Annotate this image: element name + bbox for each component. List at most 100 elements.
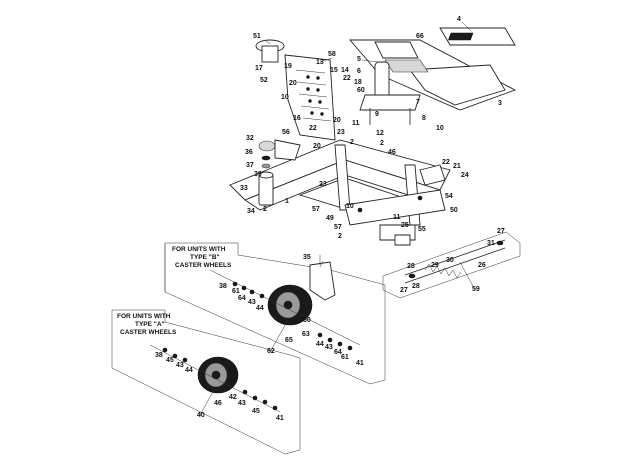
note-type-a-line-1: FOR UNITS WITH <box>117 313 171 320</box>
callout: 41 <box>276 415 284 422</box>
control-tower <box>359 61 421 125</box>
note-type-a-line-2: TYPE "A" <box>135 321 165 328</box>
right-brackets <box>379 164 446 246</box>
callout: 44 <box>185 367 193 374</box>
callout: 45 <box>166 357 174 364</box>
callout: 13 <box>316 59 324 66</box>
callout: 56 <box>282 129 290 136</box>
callout: 37 <box>246 162 254 169</box>
note-type-b-line-3: CASTER WHEELS <box>175 262 232 269</box>
callout: 45 <box>252 408 260 415</box>
callout: 39 <box>254 171 262 178</box>
callout: 65 <box>285 337 293 344</box>
caster-fork-35 <box>309 255 336 301</box>
type-b-caster-group-outline <box>164 242 386 385</box>
callout: 22 <box>442 159 450 166</box>
callout: 64 <box>334 349 342 356</box>
callout: 60 <box>303 317 311 324</box>
callout: 40 <box>197 412 205 419</box>
callout: 15 <box>330 67 338 74</box>
callout: 51 <box>253 33 261 40</box>
callout: 30 <box>446 257 454 264</box>
leader-lines <box>199 21 476 416</box>
callout: 49 <box>326 215 334 222</box>
callout: 6 <box>357 68 361 75</box>
callout: 11 <box>352 120 360 127</box>
callout: 43 <box>325 344 333 351</box>
note-type-b-line-2: TYPE "B" <box>190 254 220 261</box>
callout: 2 <box>263 206 267 213</box>
callout: 38 <box>155 352 163 359</box>
callout: 10 <box>436 125 444 132</box>
callout: 27 <box>497 228 505 235</box>
callout: 4 <box>457 16 461 23</box>
callout: 25 <box>401 222 409 229</box>
callout: 43 <box>238 400 246 407</box>
callout: 20 <box>289 80 297 87</box>
callout: 42 <box>229 394 237 401</box>
callout: 28 <box>412 283 420 290</box>
callout: 23 <box>319 181 327 188</box>
note-type-a: FOR UNITS WITH TYPE "A" CASTER WHEELS <box>117 313 177 336</box>
note-type-b: FOR UNITS WITH TYPE "B" CASTER WHEELS <box>172 246 232 269</box>
callout: 38 <box>219 283 227 290</box>
callout: 10 <box>281 94 289 101</box>
callouts: 4 3 5 6 7 66 51 58 13 15 14 22 18 60 17 … <box>155 16 505 422</box>
callout: 28 <box>407 263 415 270</box>
callout: 35 <box>303 254 311 261</box>
callout: 60 <box>357 87 365 94</box>
callout: 66 <box>416 33 424 40</box>
callout: 55 <box>418 226 426 233</box>
callout: 20 <box>333 117 341 124</box>
callout: 43 <box>248 299 256 306</box>
callout: 23 <box>337 129 345 136</box>
callout: 20 <box>313 143 321 150</box>
callout: 2 <box>338 233 342 240</box>
fasteners <box>162 281 353 411</box>
spring-assembly-outline <box>382 231 521 299</box>
type-a-caster-group-outline <box>111 309 301 455</box>
callout: 61 <box>341 354 349 361</box>
callout: 36 <box>245 149 253 156</box>
decal-66 <box>374 41 429 73</box>
callout: 12 <box>376 130 384 137</box>
callout: 27 <box>400 287 408 294</box>
callout: 57 <box>312 206 320 213</box>
callout: 18 <box>354 79 362 86</box>
callout: 31 <box>487 240 495 247</box>
callout: 62 <box>267 348 275 355</box>
note-type-a-line-3: CASTER WHEELS <box>120 329 177 336</box>
callout: 32 <box>246 135 254 142</box>
callout: 26 <box>478 262 486 269</box>
callout: 24 <box>461 172 469 179</box>
callout: 19 <box>284 63 292 70</box>
callout: 22 <box>309 125 317 132</box>
callout: 46 <box>214 400 222 407</box>
callout: 14 <box>341 67 349 74</box>
spring-assembly <box>404 239 506 284</box>
callout: 2 <box>380 140 384 147</box>
callout: 17 <box>255 65 263 72</box>
callout: 22 <box>343 75 351 82</box>
callout: 57 <box>334 224 342 231</box>
callout: 64 <box>238 295 246 302</box>
callout: 58 <box>328 51 336 58</box>
callout: 43 <box>176 362 184 369</box>
callout: 52 <box>260 77 268 84</box>
callout: 9 <box>375 111 379 118</box>
type-a-wheel <box>149 344 281 413</box>
type-b-wheel <box>209 269 361 346</box>
callout: 10 <box>346 203 354 210</box>
note-type-b-line-1: FOR UNITS WITH <box>172 246 226 253</box>
callout: 33 <box>240 185 248 192</box>
callout: 50 <box>450 207 458 214</box>
callout: 3 <box>498 100 502 107</box>
callout: 54 <box>445 193 453 200</box>
callout: 59 <box>472 286 480 293</box>
callout: 21 <box>453 163 461 170</box>
callout: 7 <box>416 99 420 106</box>
steering-console <box>255 39 336 141</box>
callout: 46 <box>388 149 396 156</box>
